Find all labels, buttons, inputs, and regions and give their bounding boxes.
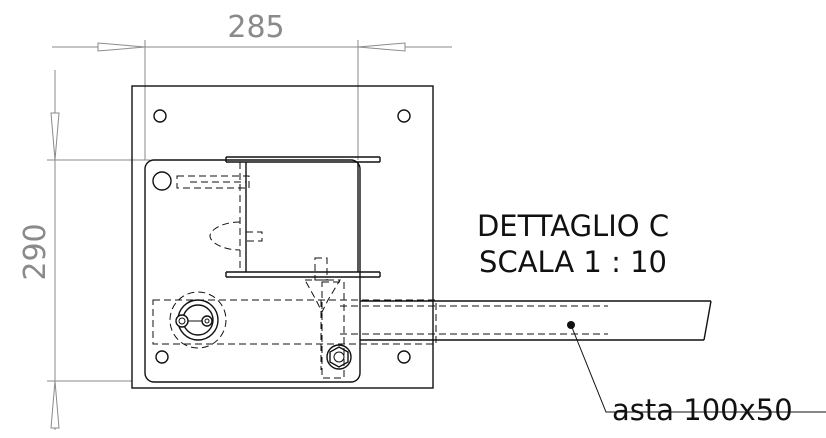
width-dimension-value: 285 [227,10,284,45]
hex-nut [326,344,352,370]
plate-hole-bottom-right [397,350,411,364]
hidden-bolt-upper [152,171,250,191]
height-arrow-top [50,112,60,161]
channel-bracket [225,156,381,278]
height-dimension: 290 [18,70,150,430]
height-arrow-bottom [50,380,60,429]
bolt-head-upper [152,171,172,191]
hidden-lower-housing [152,299,437,345]
bar-callout: asta 100x50 [567,321,826,427]
width-arrow-right [357,42,406,52]
bolt-assembly-lower [169,291,227,349]
hidden-pin-center [209,221,263,251]
detail-title-line1: DETTAGLIO C [477,209,669,243]
height-dimension-value: 290 [18,223,53,280]
base-plate [131,85,434,389]
plate-hole-top-right [397,109,411,123]
leader-line [570,324,826,413]
hidden-clamp [304,257,345,379]
width-dimension: 285 [52,10,452,160]
width-arrow-left [97,42,146,52]
detail-title-line2: SCALA 1 : 10 [479,245,667,279]
plate-hole-top-left [153,109,167,123]
bar-profile [340,300,712,341]
plate-hole-bottom-left [155,350,169,364]
inner-plate [144,159,361,383]
bar-end-cut [703,300,712,341]
bar-callout-label: asta 100x50 [612,393,793,427]
detail-title: DETTAGLIO C SCALA 1 : 10 [477,209,669,279]
